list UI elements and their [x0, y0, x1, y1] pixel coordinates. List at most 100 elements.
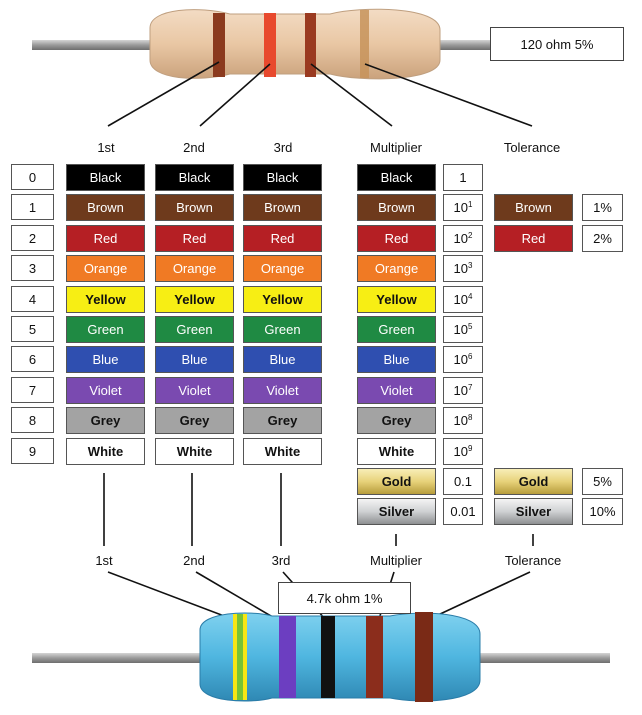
tolerance-color-cell: Brown: [494, 194, 573, 221]
band-1st-color-cell: Green: [66, 316, 145, 343]
band-multiplier-color-cell: Green: [357, 316, 436, 343]
top-resistor-value-label: 120 ohm 5%: [490, 27, 624, 61]
band-multiplier-color-cell: Brown: [357, 194, 436, 221]
multiplier-exponent: 2: [468, 231, 473, 240]
footer-multiplier: Multiplier: [369, 553, 422, 568]
band-2nd-color-cell: Brown: [155, 194, 234, 221]
digit-cell: 0: [11, 164, 54, 190]
band-multiplier-color-cell: Grey: [357, 407, 436, 434]
band-1st-color-cell: Yellow: [66, 286, 145, 313]
top-resistor-body: [149, 8, 441, 80]
multiplier-value-cell: 1: [443, 164, 483, 191]
band-3rd-color-cell: Red: [243, 225, 322, 252]
top-band-gold: [360, 10, 369, 78]
footer-3rd: 3rd: [271, 553, 291, 568]
band-multiplier-color-cell: Violet: [357, 377, 436, 404]
bottom-resistor-body: [199, 612, 481, 702]
digit-cell: 2: [11, 225, 54, 251]
multiplier-exponent: 1: [468, 200, 473, 209]
band-multiplier-color-cell: Orange: [357, 255, 436, 282]
digit-cell: 3: [11, 255, 54, 281]
band-1st-color-cell: Grey: [66, 407, 145, 434]
footer-tolerance: Tolerance: [504, 553, 562, 568]
header-tolerance: Tolerance: [503, 140, 561, 155]
bottom-band-brown: [366, 616, 383, 698]
band-3rd-color-cell: White: [243, 438, 322, 465]
tolerance-color-cell: Gold: [494, 468, 573, 495]
band-3rd-color-cell: Violet: [243, 377, 322, 404]
bottom-band-yellow-green: [237, 614, 243, 700]
band-multiplier-color-cell: Blue: [357, 346, 436, 373]
tolerance-value-cell: 5%: [582, 468, 623, 495]
digit-cell: 7: [11, 377, 54, 403]
tolerance-value-cell: 10%: [582, 498, 623, 525]
multiplier-base: 10: [453, 383, 468, 398]
multiplier-exponent: 6: [468, 352, 473, 361]
band-2nd-color-cell: Red: [155, 225, 234, 252]
tolerance-color-cell: Red: [494, 225, 573, 252]
header-multiplier: Multiplier: [369, 140, 422, 155]
top-resistor: [32, 8, 610, 80]
band-1st-color-cell: White: [66, 438, 145, 465]
tolerance-value-cell: 2%: [582, 225, 623, 252]
band-2nd-color-cell: Green: [155, 316, 234, 343]
multiplier-value-cell: 0.01: [443, 498, 483, 525]
band-1st-color-cell: Orange: [66, 255, 145, 282]
tolerance-value-cell: 1%: [582, 194, 623, 221]
band-3rd-color-cell: Grey: [243, 407, 322, 434]
multiplier-exponent: 4: [468, 292, 473, 301]
multiplier-exponent: 7: [468, 383, 473, 392]
band-2nd-color-cell: Grey: [155, 407, 234, 434]
multiplier-base: 10: [453, 352, 468, 367]
header-3rd: 3rd: [273, 140, 293, 155]
band-1st-color-cell: Blue: [66, 346, 145, 373]
bottom-connector-lines: [103, 473, 534, 546]
band-3rd-color-cell: Black: [243, 164, 322, 191]
band-multiplier-color-cell: White: [357, 438, 436, 465]
multiplier-base: 10: [453, 261, 468, 276]
band-3rd-color-cell: Orange: [243, 255, 322, 282]
band-1st-color-cell: Black: [66, 164, 145, 191]
digit-cell: 9: [11, 438, 54, 464]
bottom-resistor-value-label: 4.7k ohm 1%: [278, 582, 411, 614]
digit-cell: 5: [11, 316, 54, 342]
footer-1st: 1st: [95, 553, 113, 568]
bottom-band-brown-2: [415, 612, 433, 702]
footer-2nd: 2nd: [183, 553, 205, 568]
multiplier-value-cell: 0.1: [443, 468, 483, 495]
digit-cell: 4: [11, 286, 54, 312]
bottom-resistor: [32, 612, 610, 702]
bottom-band-violet: [279, 616, 296, 698]
top-leader-1st: [107, 61, 220, 127]
band-1st-color-cell: Red: [66, 225, 145, 252]
multiplier-base: 10: [453, 322, 468, 337]
band-multiplier-color-cell: Gold: [357, 468, 436, 495]
band-3rd-color-cell: Brown: [243, 194, 322, 221]
band-2nd-color-cell: Blue: [155, 346, 234, 373]
top-leader-lines: [107, 61, 533, 127]
band-multiplier-color-cell: Red: [357, 225, 436, 252]
band-2nd-color-cell: Yellow: [155, 286, 234, 313]
multiplier-exponent: 8: [468, 413, 473, 422]
multiplier-base: 10: [453, 413, 468, 428]
multiplier-base: 10: [453, 444, 468, 459]
digit-cell: 6: [11, 346, 54, 372]
band-multiplier-color-cell: Yellow: [357, 286, 436, 313]
multiplier-exponent: 3: [468, 261, 473, 270]
band-1st-color-cell: Violet: [66, 377, 145, 404]
header-1st: 1st: [97, 140, 115, 155]
top-leader-tolerance: [364, 63, 533, 127]
band-2nd-color-cell: White: [155, 438, 234, 465]
band-multiplier-color-cell: Silver: [357, 498, 436, 525]
band-1st-color-cell: Brown: [66, 194, 145, 221]
tolerance-color-cell: Silver: [494, 498, 573, 525]
